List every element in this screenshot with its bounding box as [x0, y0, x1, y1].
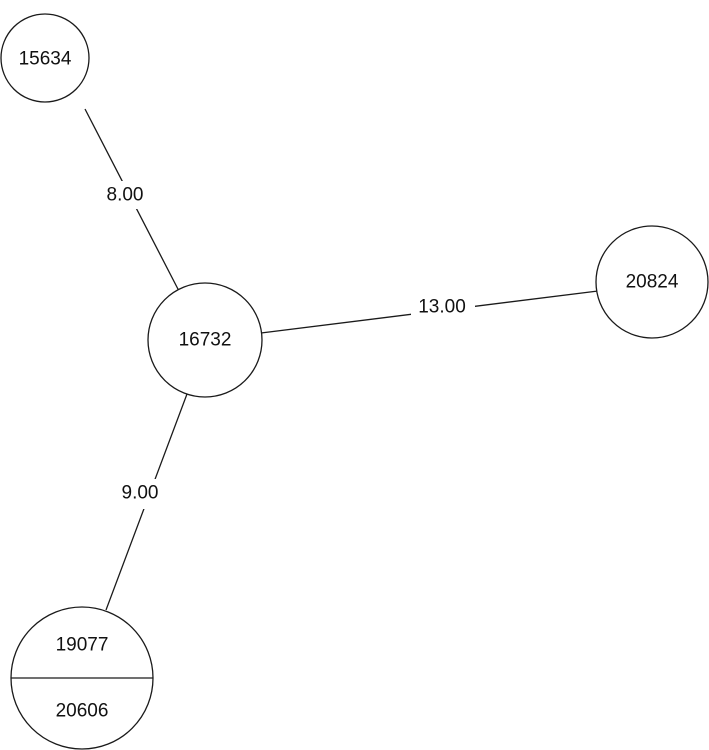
- edge-labels: 8.00 13.00 9.00: [100, 181, 475, 509]
- node-circle: [0, 13, 90, 103]
- edge-label-13: 13.00: [418, 297, 466, 318]
- node-label: 20824: [626, 272, 679, 293]
- edge-label-8: 8.00: [107, 185, 144, 206]
- node-label: 15634: [19, 49, 72, 70]
- edge-label-bg: [117, 479, 165, 509]
- edge-label-bg: [411, 292, 475, 322]
- node-15634[interactable]: 15634: [0, 13, 90, 103]
- node-20824[interactable]: 20824: [595, 225, 709, 339]
- node-label: 16732: [179, 330, 232, 351]
- edge-label-bg: [100, 181, 150, 209]
- node-16732[interactable]: 16732: [147, 282, 263, 398]
- node-circle: [595, 225, 709, 339]
- node-19077-20606[interactable]: 19077 20606: [10, 606, 154, 750]
- node-label-top: 19077: [56, 635, 109, 656]
- edge-label-9: 9.00: [122, 483, 159, 504]
- node-circle: [147, 282, 263, 398]
- node-label-bottom: 20606: [56, 701, 109, 722]
